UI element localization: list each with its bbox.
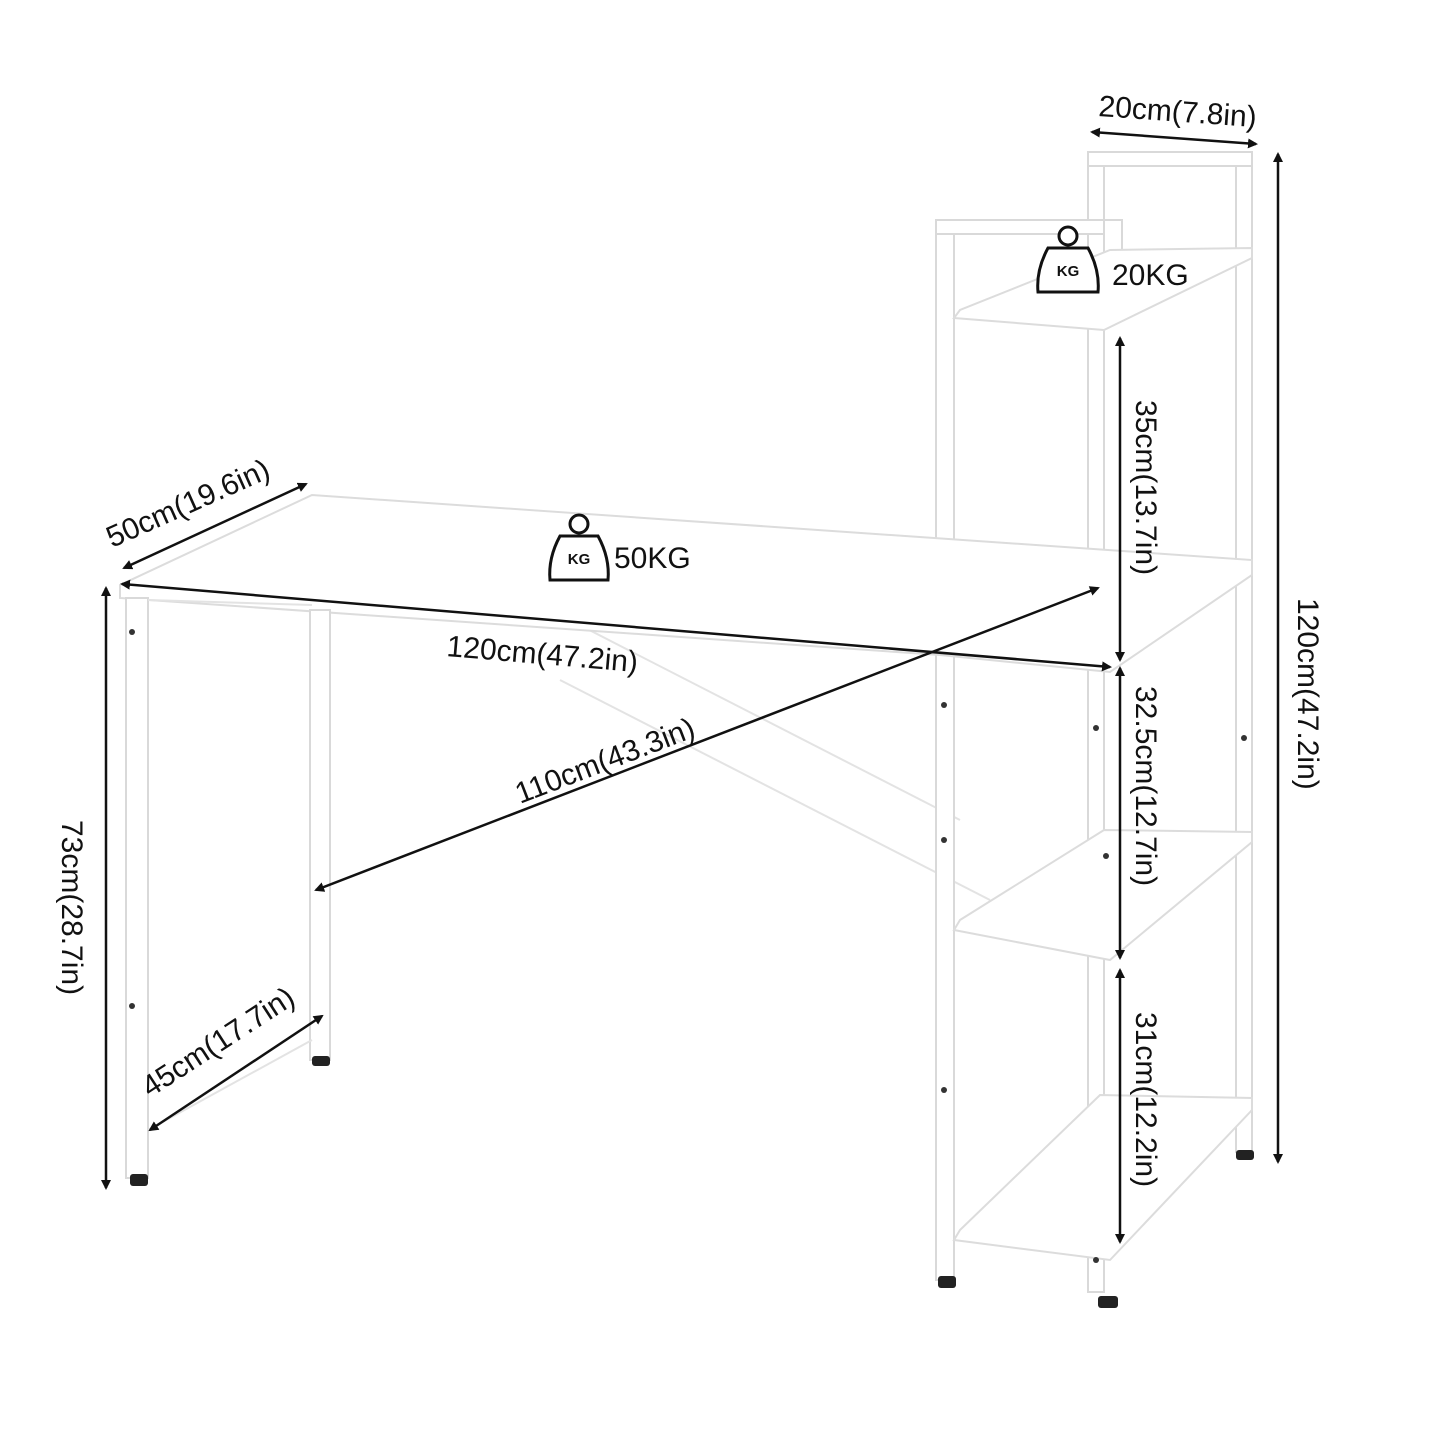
desktop-load-label: 50KG [614,542,691,575]
leg-spacing-arrow [148,1014,324,1132]
foot [312,1056,330,1066]
gap-bottom-label: 31cm(12.2in) [1129,1012,1162,1187]
desk-rear-left-leg [309,609,331,1061]
foot [130,1174,148,1186]
foot [1098,1296,1118,1308]
desktop-board [119,493,1253,674]
desktop-weight-icon: KG [548,513,610,582]
screw [1093,725,1099,731]
screw [941,1087,947,1093]
gap-middle-label: 32.5cm(12.7in) [1129,686,1162,886]
shelf-rear-right-post [1235,151,1253,1153]
desk-height-label: 73cm(28.7in) [55,820,88,995]
top-shelf-weight-icon-label: KG [1057,263,1080,280]
top-shelf [952,246,1253,332]
gap-top-label: 35cm(13.7in) [1129,400,1162,575]
screw [129,629,135,635]
screw [1103,853,1109,859]
shelf-front-top-rail [935,219,1123,235]
diagonal-arrow [314,586,1100,892]
diagonal-label: 110cm(43.3in) [511,712,700,811]
shelf-top-rail [1087,151,1253,167]
screw [1241,735,1247,741]
shelf-front-left-post [935,219,955,1281]
desktop-weight-icon-label: KG [568,551,591,568]
shelf-width-arrow [1090,127,1258,149]
shelf-width-label: 20cm(7.8in) [1098,90,1258,134]
screw [941,837,947,843]
screw [941,702,947,708]
bottom-shelf [952,1093,1253,1262]
middle-shelf [952,828,1253,962]
foot [938,1276,956,1288]
dimension-lines [101,127,1283,1244]
length-label: 120cm(47.2in) [445,630,639,679]
screw [1093,1257,1099,1263]
screw [129,1003,135,1009]
total-height-label: 120cm(47.2in) [1291,598,1324,790]
depth-arrow [122,482,308,570]
foot [1236,1150,1254,1160]
top-shelf-load-label: 20KG [1112,259,1189,292]
top-shelf-weight-icon: KG [1036,225,1100,294]
